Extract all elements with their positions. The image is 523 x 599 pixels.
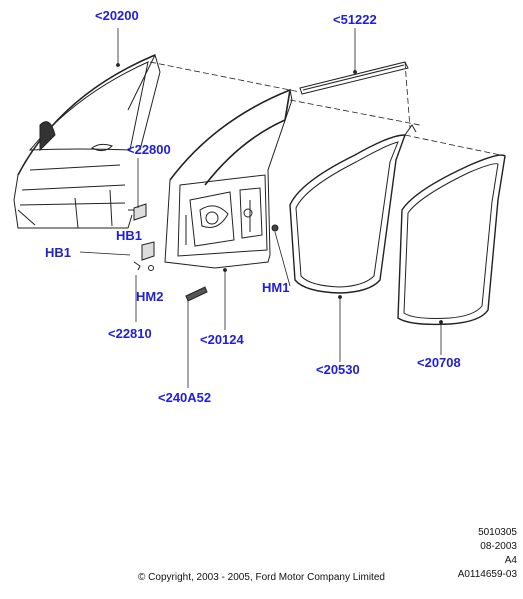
door-seal-door xyxy=(397,154,506,326)
callout-hm1[interactable]: HM1 xyxy=(262,280,290,295)
callout-20530[interactable]: <20530 xyxy=(316,362,360,377)
vehicle-body-outline xyxy=(13,53,161,229)
leader-lines xyxy=(79,28,443,388)
callout-240a52[interactable]: <240A52 xyxy=(158,390,212,405)
nut-hm1-part xyxy=(271,224,279,232)
meta-line-2: 08-2003 xyxy=(480,541,517,552)
meta-line-1: 5010305 xyxy=(478,527,517,538)
callout-hb1-upper[interactable]: HB1 xyxy=(116,228,143,243)
alignment-lines xyxy=(149,61,506,157)
callout-hm2[interactable]: HM2 xyxy=(136,289,164,304)
callout-22800[interactable]: <22800 xyxy=(127,142,171,157)
callout-hb1-lower[interactable]: HB1 xyxy=(45,245,72,260)
callout-51222[interactable]: <51222 xyxy=(333,12,377,27)
door-inner-panel xyxy=(164,88,293,269)
callout-20200[interactable]: <20200 xyxy=(95,8,139,23)
meta-line-4: A0114659-03 xyxy=(457,569,517,580)
callout-22810[interactable]: <22810 xyxy=(108,326,152,341)
copyright-notice: © Copyright, 2003 - 2005, Ford Motor Com… xyxy=(138,572,385,583)
meta-line-3: A4 xyxy=(504,555,517,566)
door-seal-body xyxy=(289,124,417,294)
callout-20708[interactable]: <20708 xyxy=(417,355,461,370)
check-strap xyxy=(185,286,208,302)
hinge-upper-part xyxy=(128,203,147,221)
belt-moulding xyxy=(299,61,409,95)
callout-20124[interactable]: <20124 xyxy=(200,332,244,347)
hinge-lower-part xyxy=(133,241,155,271)
